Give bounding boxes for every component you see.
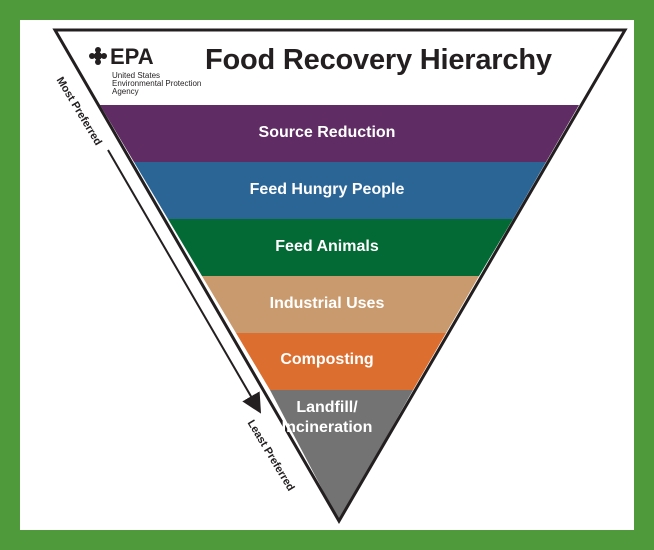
header-band — [55, 30, 625, 105]
preference-arrow — [107, 149, 262, 414]
tier-label-composting: Composting — [280, 351, 374, 368]
tier-label-line-2: Incineration — [281, 419, 373, 436]
tier-industrial-uses — [202, 276, 479, 333]
tier-label-line-1: Landfill/ — [296, 399, 358, 416]
agency-line-1: United States — [112, 71, 161, 80]
agency-line-2: Environmental Protection — [112, 79, 202, 88]
tier-label-feed-hungry-people: Feed Hungry People — [249, 181, 405, 198]
tier-feed-hungry-people — [134, 162, 546, 219]
tier-landfill-incineration — [270, 390, 413, 521]
tier-feed-animals — [168, 219, 513, 276]
epa-logo-text: EPA — [110, 44, 154, 69]
tier-source-reduction — [100, 105, 579, 162]
tier-label-feed-animals: Feed Animals — [275, 238, 379, 255]
tier-label-industrial-uses: Industrial Uses — [269, 295, 385, 312]
epa-agency-name: United States Environmental Protection A… — [112, 72, 212, 96]
triangle-outline — [52, 28, 628, 524]
agency-line-3: Agency — [112, 87, 139, 96]
epa-flower-icon — [89, 47, 107, 65]
tier-label-landfill-incineration: Landfill/ Incineration — [0, 398, 654, 438]
diagram-title: Food Recovery Hierarchy — [205, 44, 552, 76]
tier-composting — [236, 333, 446, 390]
tier-label-source-reduction: Source Reduction — [258, 124, 396, 141]
